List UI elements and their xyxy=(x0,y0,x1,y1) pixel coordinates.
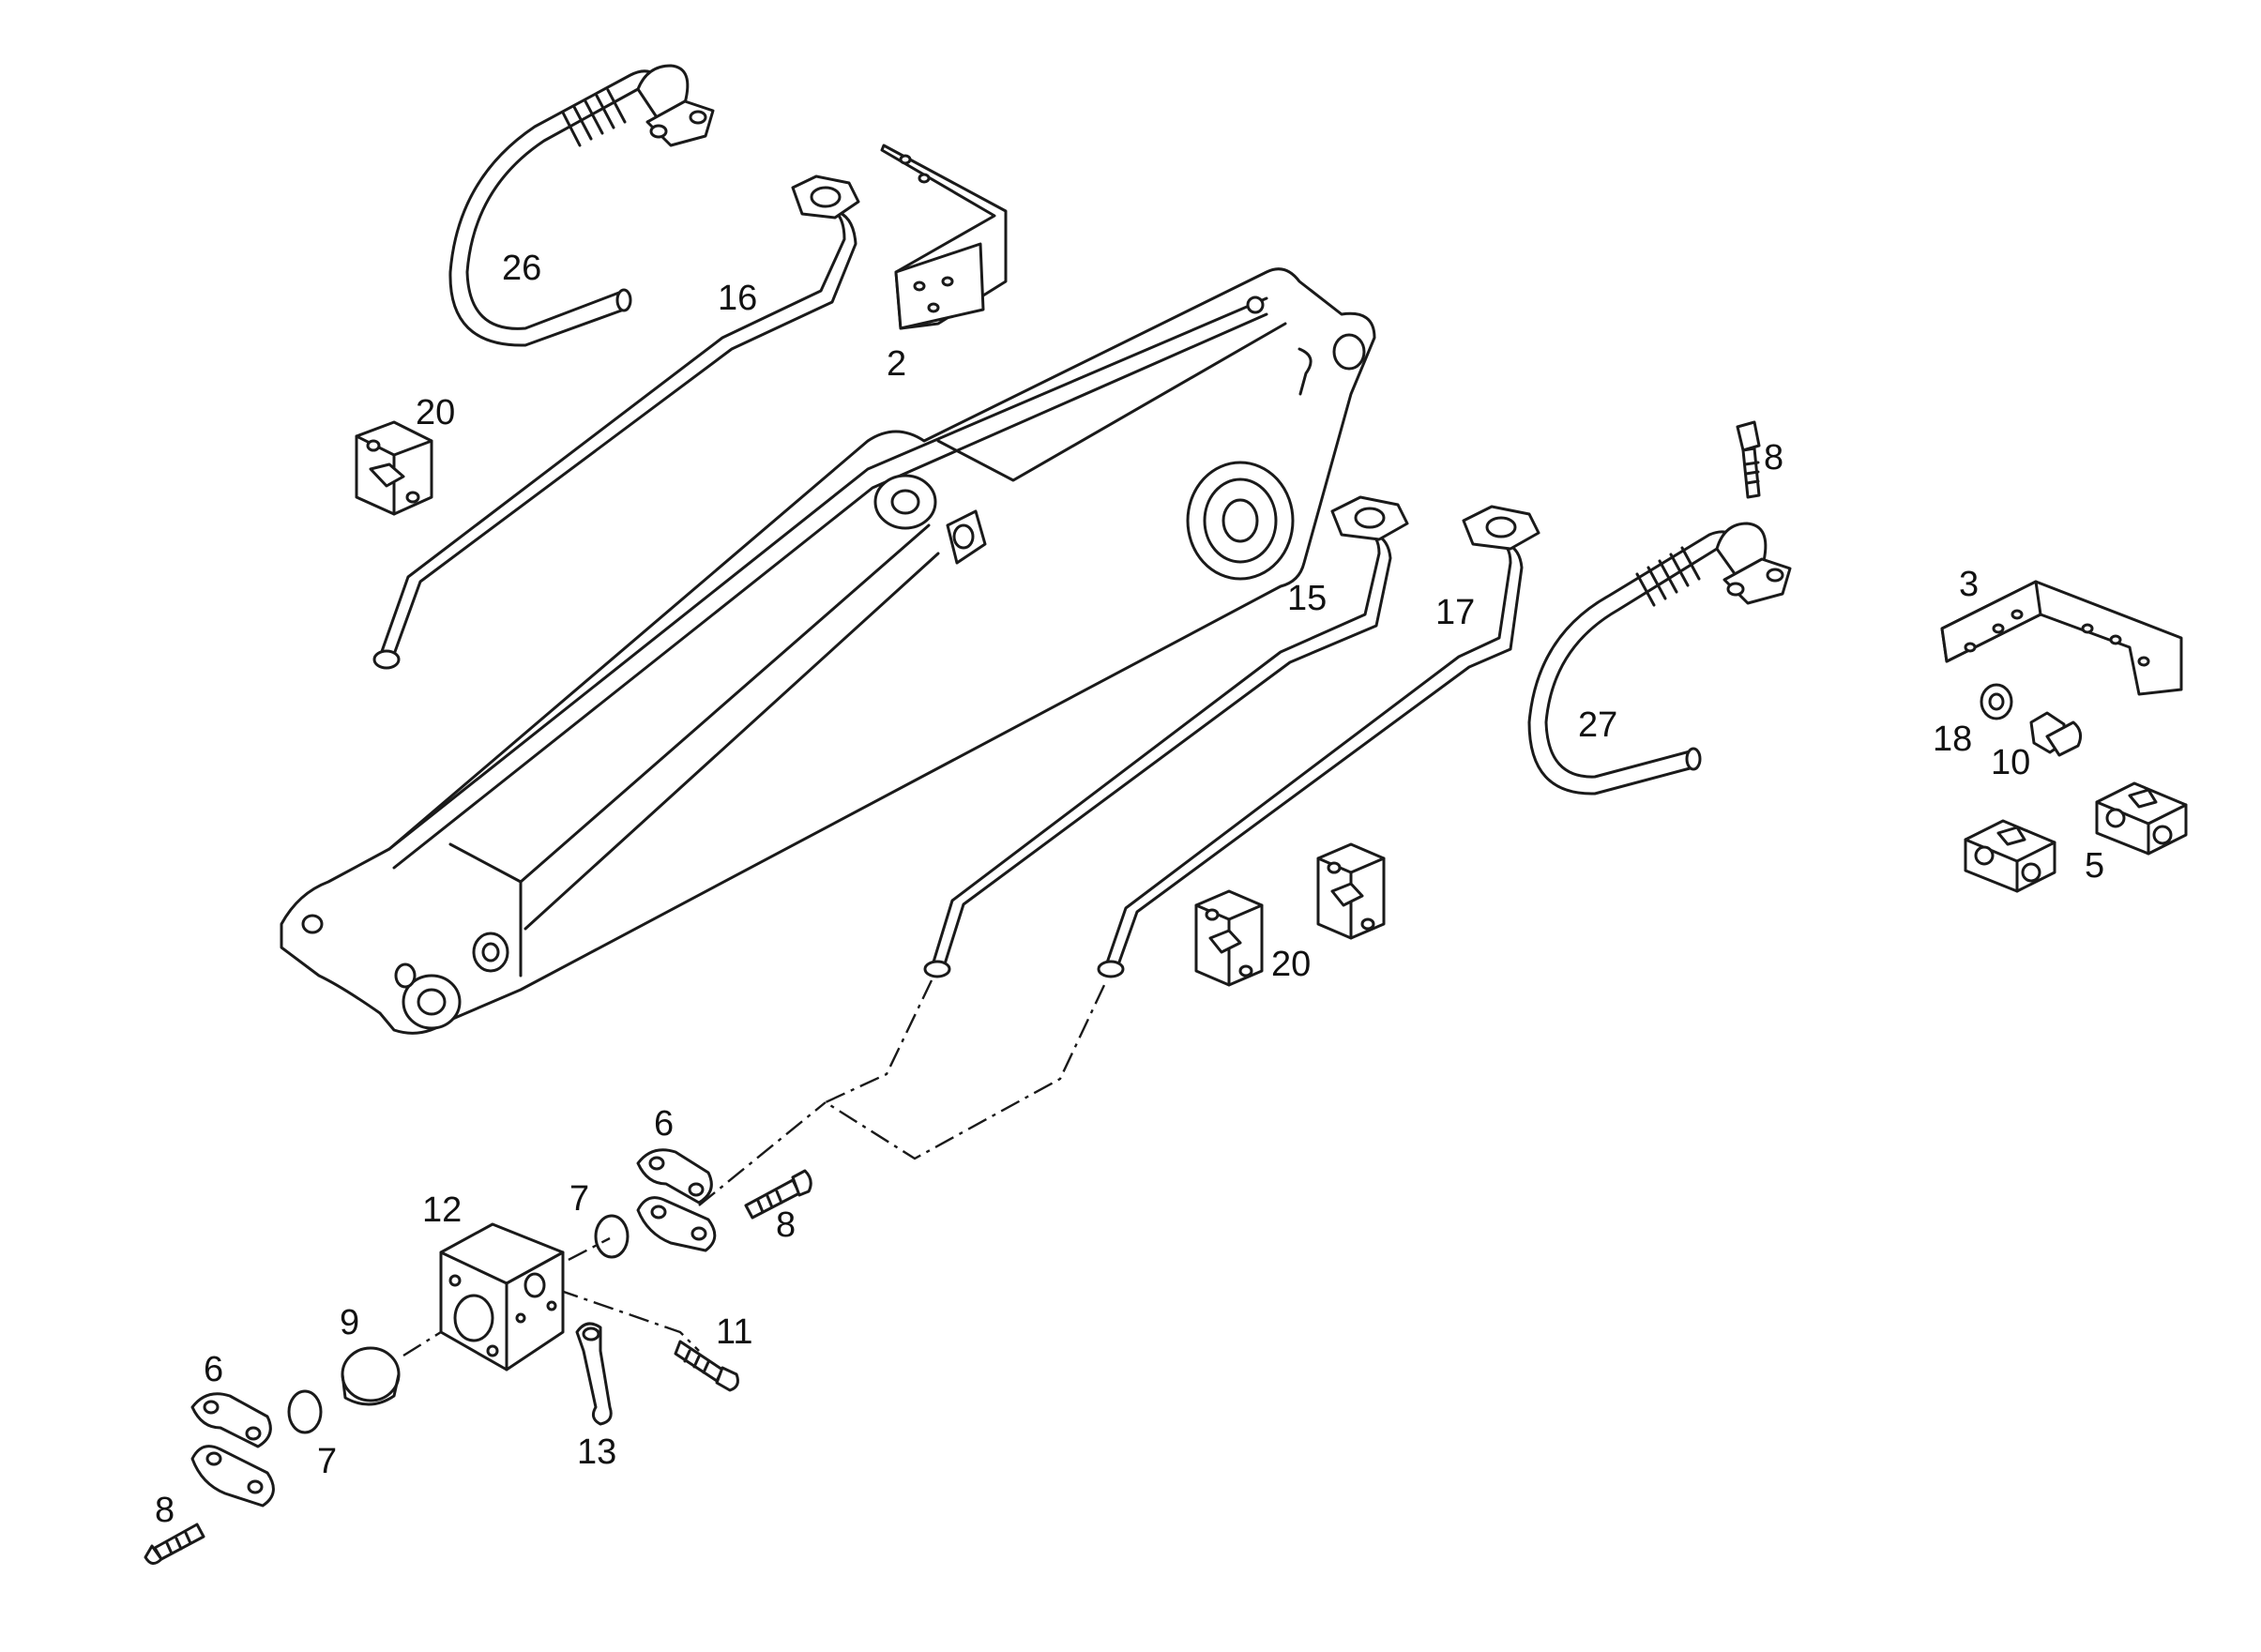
clamp-5-a xyxy=(2095,781,2188,856)
callout-11: 11 xyxy=(716,1312,752,1352)
part-13 xyxy=(575,1322,613,1426)
callout-20-upper: 20 xyxy=(416,393,455,432)
clamp-20-lower-b xyxy=(1316,842,1386,940)
callout-17: 17 xyxy=(1435,593,1475,632)
clamp-20-lower-a xyxy=(1194,889,1264,987)
boom-arm xyxy=(280,267,1376,1035)
callout-5: 5 xyxy=(2085,846,2104,886)
o-ring-7-upper xyxy=(594,1214,630,1259)
flange-half-6-lower xyxy=(190,1392,275,1508)
plug-9 xyxy=(341,1346,401,1406)
bolt-10 xyxy=(2029,711,2083,757)
o-ring-7-lower xyxy=(287,1389,323,1434)
callout-3: 3 xyxy=(1959,565,1979,604)
callout-20-lower: 20 xyxy=(1271,945,1311,984)
pipe-16 xyxy=(372,174,860,670)
callout-6-lower: 6 xyxy=(204,1350,223,1389)
bracket-3 xyxy=(1940,580,2183,696)
callout-27: 27 xyxy=(1578,705,1617,745)
callout-13: 13 xyxy=(577,1432,616,1472)
callout-16: 16 xyxy=(718,279,757,318)
bolt-8-lower xyxy=(144,1523,205,1565)
valve-block-12 xyxy=(439,1222,565,1372)
callout-18: 18 xyxy=(1933,720,1972,759)
callout-8-lower: 8 xyxy=(155,1491,175,1530)
callout-2: 2 xyxy=(887,344,906,384)
callout-7-upper: 7 xyxy=(569,1179,589,1219)
washer-18 xyxy=(1980,683,2013,720)
bolt-8-upper xyxy=(1736,420,1761,499)
hose-27 xyxy=(1527,522,1792,796)
hose-26 xyxy=(448,64,715,347)
callout-15: 15 xyxy=(1287,579,1327,618)
callout-8-middle: 8 xyxy=(776,1205,796,1245)
pipe-15 xyxy=(923,495,1409,978)
flange-half-6-upper xyxy=(636,1148,717,1252)
callout-10: 10 xyxy=(1991,743,2030,782)
bracket-2 xyxy=(880,144,1008,330)
callout-labels: 26 16 2 20 8 15 17 3 27 18 10 5 20 6 7 8… xyxy=(155,249,2104,1530)
callout-9: 9 xyxy=(340,1303,359,1342)
callout-6-upper: 6 xyxy=(654,1104,674,1144)
callout-8-upper: 8 xyxy=(1764,438,1783,477)
callout-12: 12 xyxy=(422,1190,462,1230)
bolt-11 xyxy=(674,1340,739,1392)
clamp-5-b xyxy=(1964,819,2056,893)
bolt-8-middle xyxy=(744,1169,812,1220)
pipe-17 xyxy=(1097,505,1540,978)
callout-26: 26 xyxy=(502,249,541,288)
callout-7-lower: 7 xyxy=(317,1442,337,1481)
clamp-20-upper xyxy=(355,420,433,516)
